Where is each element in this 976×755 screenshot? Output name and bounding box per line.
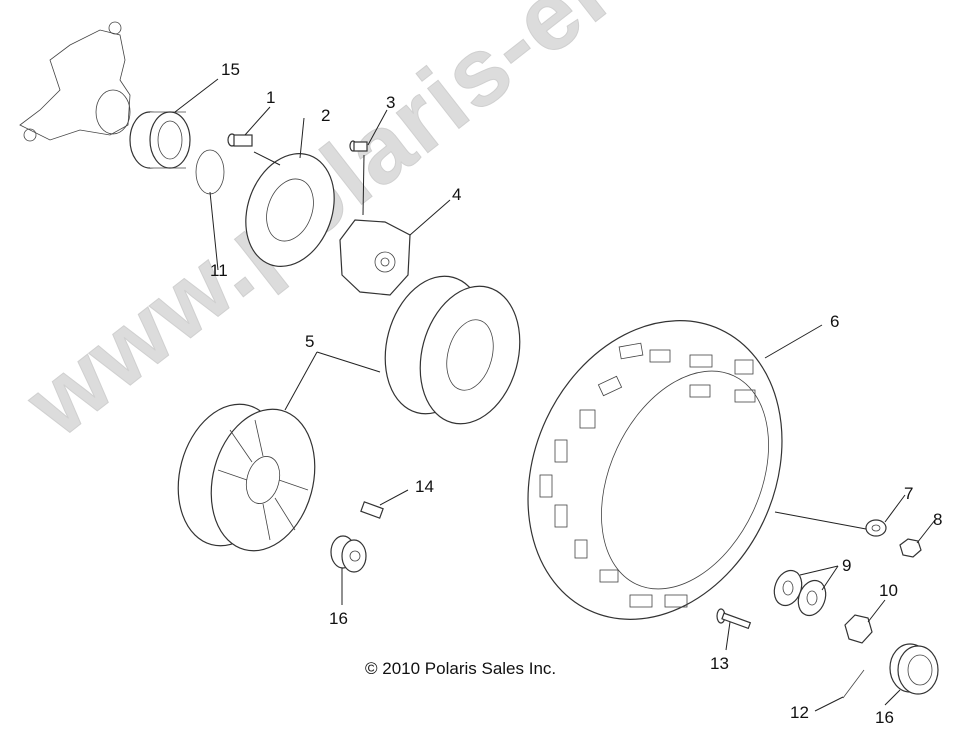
callout-14: 14 bbox=[415, 477, 434, 496]
callout-13: 13 bbox=[710, 654, 729, 673]
callout-16-right: 16 bbox=[875, 708, 894, 727]
callout-16-left: 16 bbox=[329, 609, 348, 628]
leader-lines bbox=[174, 78, 936, 712]
valve-stem-drawing bbox=[360, 501, 384, 519]
callout-11: 11 bbox=[210, 261, 228, 280]
steel-rim-drawing bbox=[384, 275, 521, 425]
bolt-1-drawing bbox=[227, 133, 253, 147]
callout-15: 15 bbox=[221, 60, 240, 79]
alloy-rim-drawing bbox=[177, 403, 316, 552]
callout-6: 6 bbox=[830, 312, 840, 331]
callout-2: 2 bbox=[321, 106, 331, 125]
bearing-drawing bbox=[129, 111, 191, 169]
callout-12: 12 bbox=[790, 703, 809, 722]
callout-10: 10 bbox=[879, 581, 898, 600]
callout-5: 5 bbox=[305, 332, 315, 351]
hub-cap-left-drawing bbox=[330, 535, 367, 573]
washer-drawing bbox=[865, 519, 887, 537]
tire-drawing bbox=[527, 320, 783, 620]
wheel-hub-drawing bbox=[339, 219, 411, 296]
callout-7: 7 bbox=[904, 484, 914, 503]
callout-8: 8 bbox=[933, 510, 943, 529]
washers-drawing bbox=[773, 569, 827, 617]
callout-9: 9 bbox=[842, 556, 852, 575]
steering-knuckle-drawing bbox=[19, 21, 131, 142]
castle-nut-drawing bbox=[844, 614, 873, 644]
hub-cap-right-drawing bbox=[889, 643, 939, 695]
callout-1: 1 bbox=[266, 88, 276, 107]
bolt-3-drawing bbox=[349, 140, 368, 152]
retaining-ring-drawing bbox=[195, 149, 225, 195]
callout-4: 4 bbox=[452, 185, 462, 204]
brake-disc-drawing bbox=[245, 153, 335, 267]
copyright-text: © 2010 Polaris Sales Inc. bbox=[365, 659, 557, 678]
lug-nut-drawing bbox=[899, 538, 922, 558]
callout-3: 3 bbox=[386, 93, 396, 112]
stud-drawing bbox=[716, 608, 752, 630]
cotter-pin-drawing bbox=[842, 669, 865, 699]
